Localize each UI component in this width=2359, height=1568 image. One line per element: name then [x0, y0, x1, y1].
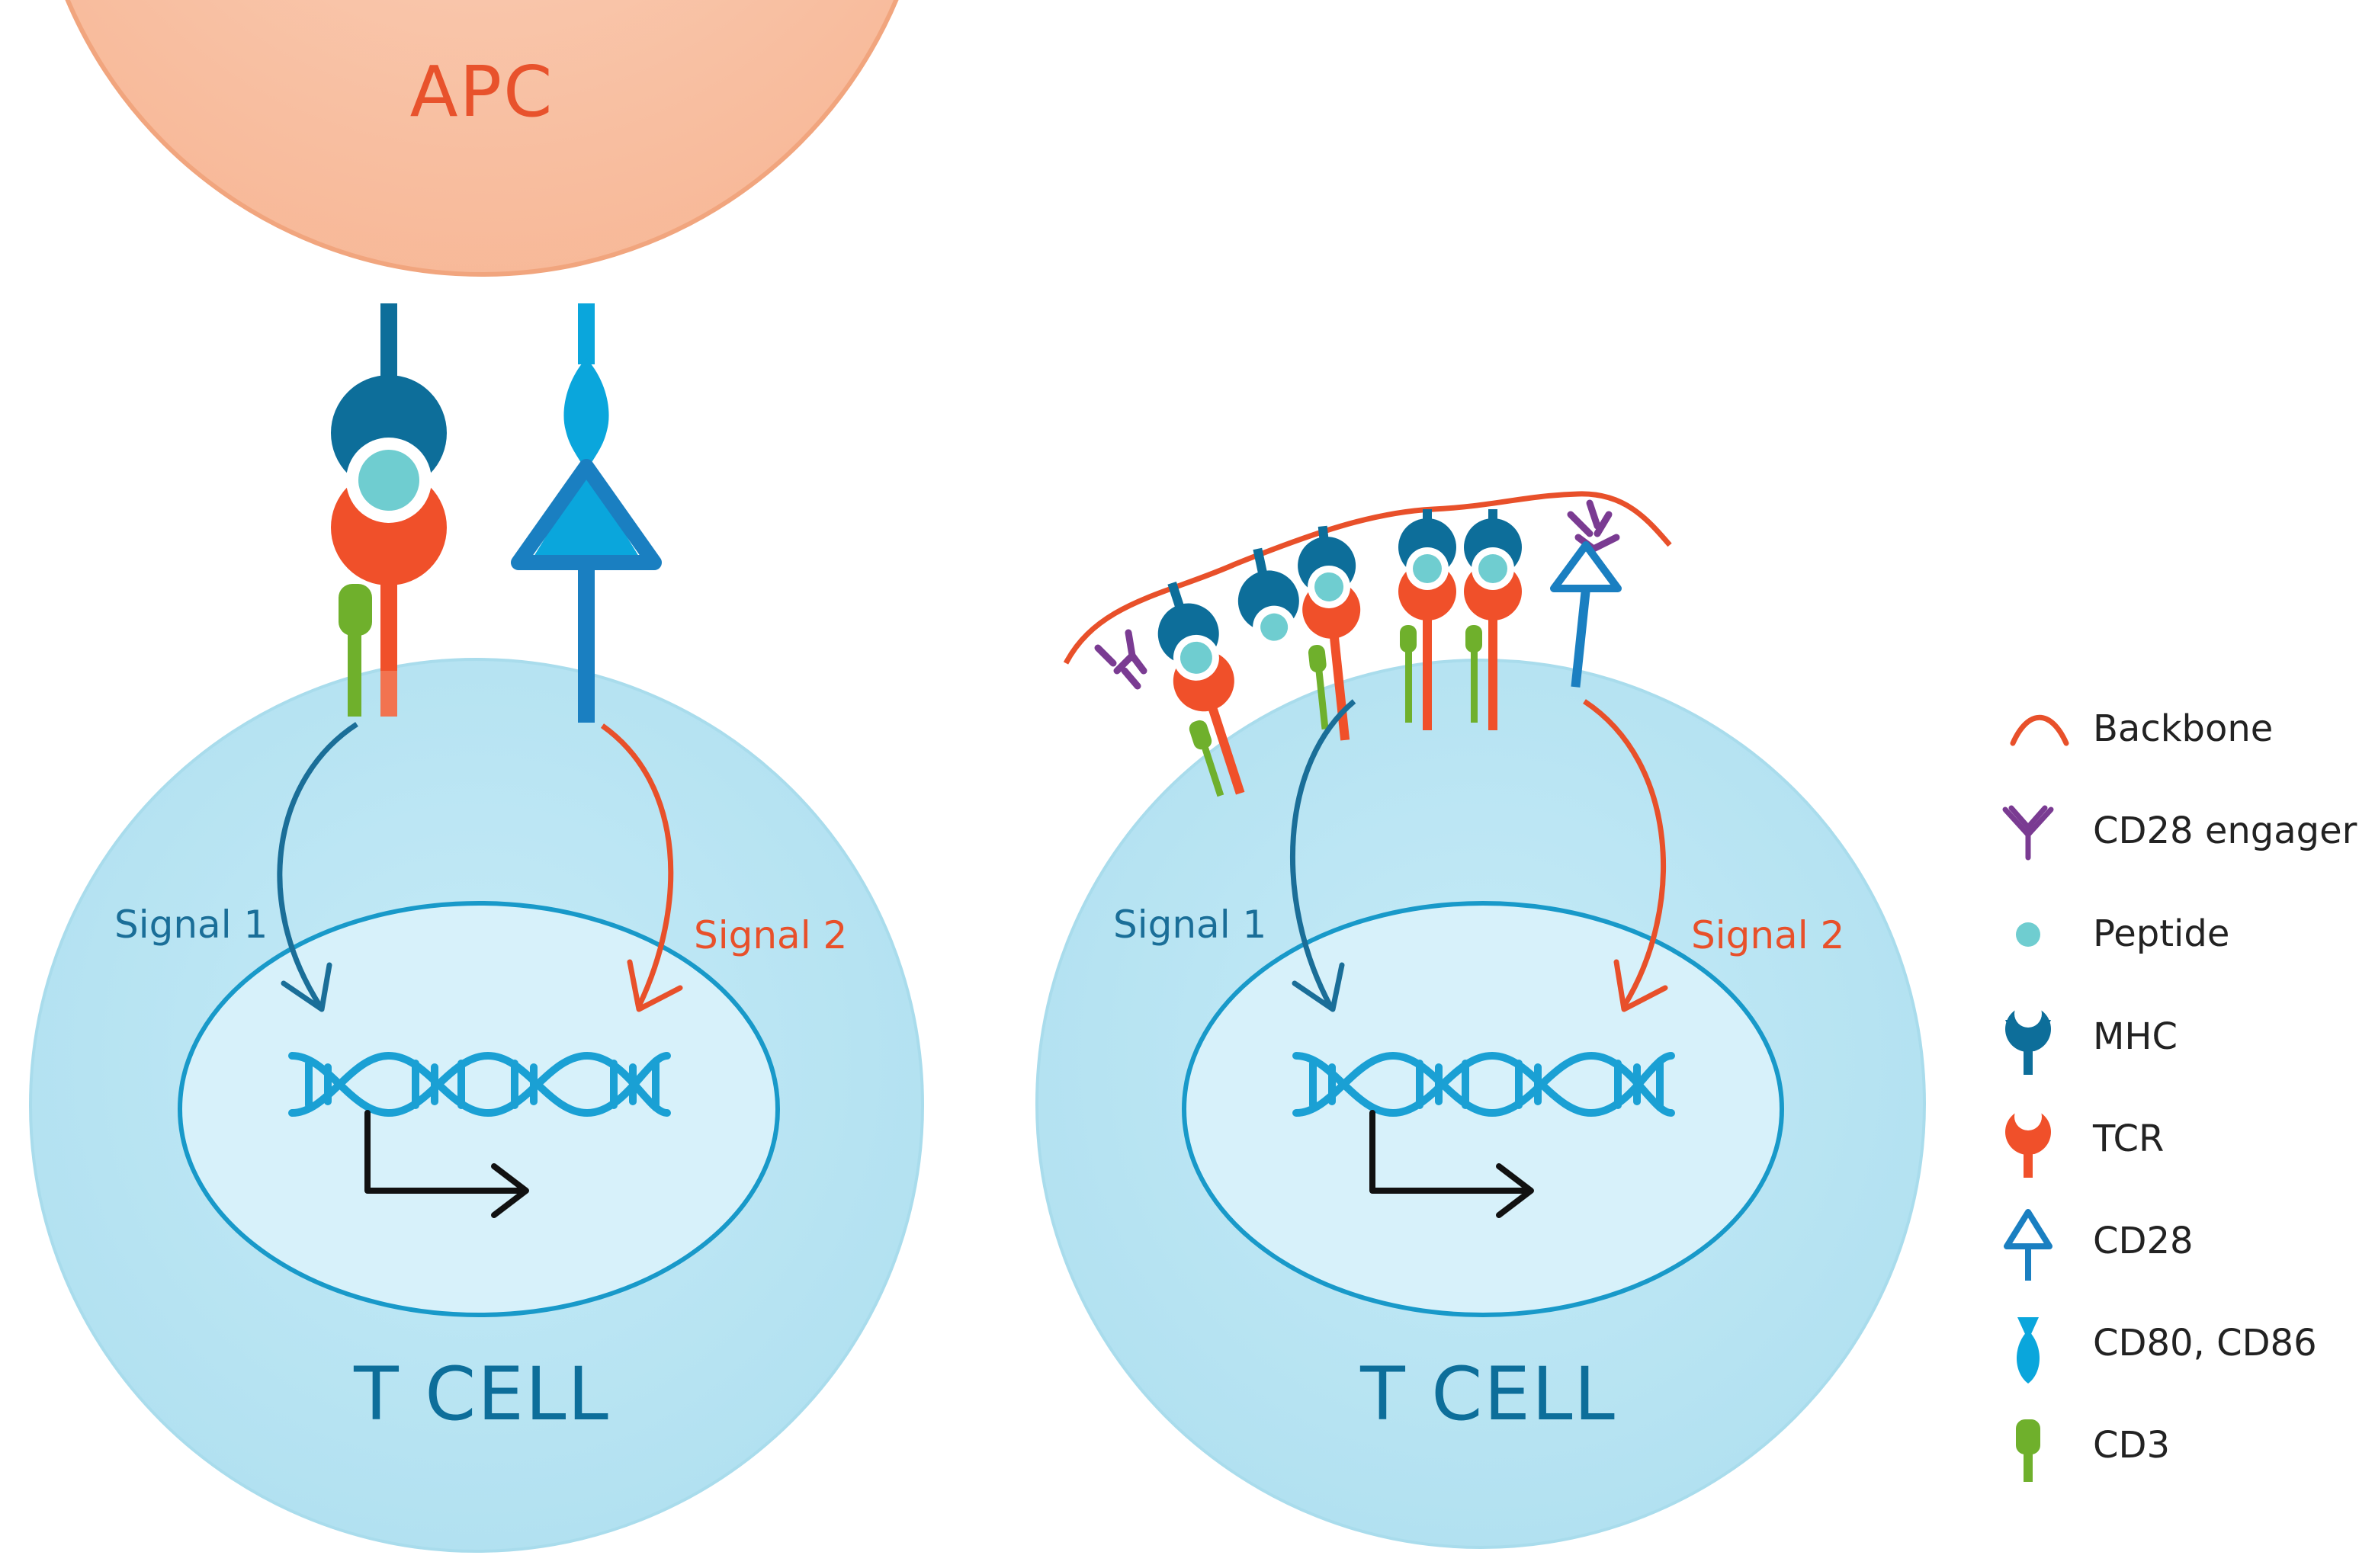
- cd3-shape: [339, 584, 372, 636]
- right-mhc-tcr-complex-3: [1398, 509, 1456, 730]
- legend-label-cd80-cd86: CD80, CD86: [2093, 1322, 2317, 1364]
- right-t-cell: T CELL: [1035, 659, 1926, 1549]
- peptide-shape: [358, 450, 419, 511]
- right-dna-icon: [1292, 1051, 1675, 1117]
- tcr-icon: [2005, 1103, 2051, 1178]
- legend-label-cd28: CD28: [2093, 1220, 2194, 1262]
- left-t-cell-label: T CELL: [353, 1352, 610, 1437]
- left-mhc-tcr-complex: [331, 303, 447, 717]
- cd80-cd86-icon: [2017, 1317, 2040, 1384]
- legend-label-backbone: Backbone: [2093, 707, 2273, 750]
- left-signal-2-arrow: [600, 723, 683, 1012]
- legend-label-peptide: Peptide: [2093, 912, 2229, 955]
- cd80-shape: [563, 358, 609, 473]
- mhc-icon: [2005, 1000, 2051, 1075]
- peptide-icon: [2016, 922, 2040, 947]
- cd28-icon: [2004, 1209, 2052, 1281]
- legend-label-cd3: CD3: [2093, 1424, 2170, 1467]
- right-signal-1-label: Signal 1: [1113, 903, 1266, 947]
- apc-cell: APC: [65, 0, 899, 277]
- cd28-engager-icon: [2002, 805, 2054, 861]
- apc-label: APC: [410, 51, 554, 133]
- left-signal-2-label: Signal 2: [694, 913, 847, 957]
- right-mhc-tcr-complex-4: [1464, 509, 1522, 730]
- right-cd28-engager-right: [1567, 499, 1620, 553]
- left-signal-1-label: Signal 1: [114, 903, 268, 947]
- right-signal-1-arrow: [1290, 699, 1356, 1012]
- right-mhc-tcr-complex-2: [1298, 525, 1361, 741]
- left-t-cell: T CELL: [29, 658, 924, 1553]
- right-signal-2-label: Signal 2: [1691, 913, 1844, 957]
- right-cd28-engager-left: [1094, 629, 1147, 690]
- right-transcription-arrow: [1369, 1110, 1534, 1218]
- legend-label-mhc: MHC: [2093, 1015, 2178, 1058]
- legend-label-tcr: TCR: [2092, 1117, 2164, 1160]
- backbone-icon: [2010, 714, 2069, 746]
- legend: Backbone CD28 engager Peptide MHC TCR: [2002, 707, 2357, 1482]
- left-dna-icon: [288, 1051, 671, 1117]
- right-cd28: [1550, 541, 1622, 688]
- right-mhc-tcr-complex-1: [1157, 582, 1245, 797]
- cd3-icon: [2016, 1419, 2040, 1482]
- left-transcription-arrow: [364, 1110, 529, 1218]
- right-t-cell-label: T CELL: [1359, 1352, 1616, 1437]
- right-signal-2-arrow: [1583, 699, 1668, 1012]
- legend-label-cd28-engager: CD28 engager: [2093, 810, 2357, 852]
- left-signal-1-arrow: [277, 722, 358, 1012]
- left-cd80-cd28-complex: [511, 303, 662, 723]
- right-mhc-only: [1237, 547, 1299, 649]
- backbone-line: [1063, 491, 1672, 665]
